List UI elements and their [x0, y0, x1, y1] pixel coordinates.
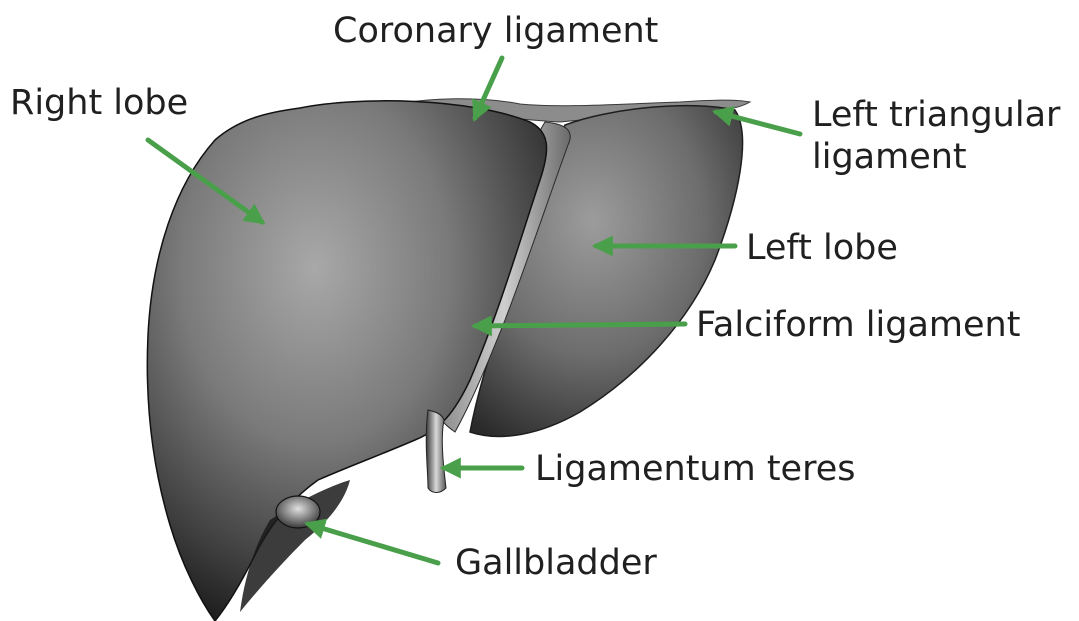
label-ligamentum-teres: Ligamentum teres — [535, 448, 855, 490]
label-left-lobe: Left lobe — [746, 227, 898, 269]
label-gallbladder: Gallbladder — [455, 542, 657, 584]
label-left-triangular-ligament: Left triangular ligament — [812, 94, 1072, 178]
arrow-gallbladder — [308, 524, 438, 563]
label-coronary-ligament: Coronary ligament — [333, 10, 658, 52]
ligamentum-teres-shape — [426, 410, 446, 493]
arrow-falciform-ligament — [475, 324, 685, 326]
label-falciform-ligament: Falciform ligament — [696, 304, 1020, 346]
label-right-lobe: Right lobe — [10, 82, 188, 124]
